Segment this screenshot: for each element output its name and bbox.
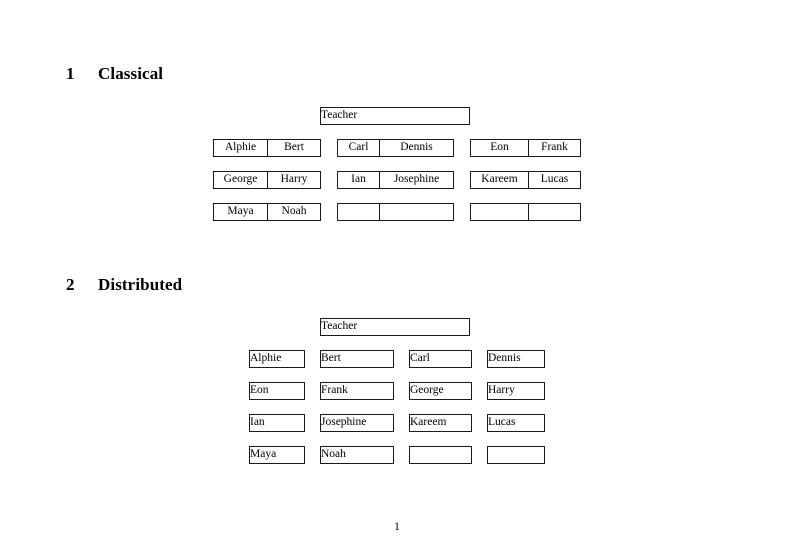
- student-label: Harry: [488, 384, 515, 397]
- teacher-box-classical: Teacher: [320, 107, 470, 125]
- student-cell: Harry: [280, 173, 308, 186]
- student-pair-box: Maya Noah: [213, 203, 321, 221]
- student-label: Ian: [250, 416, 265, 429]
- section-number: 1: [66, 64, 75, 83]
- page-number: 1: [394, 521, 400, 533]
- student-label: Carl: [410, 352, 430, 365]
- section-heading-distributed: 2 Distributed: [66, 275, 182, 295]
- student-cell-empty: [529, 204, 580, 220]
- student-pair-box: Kareem Lucas: [470, 171, 581, 189]
- student-label: Frank: [321, 384, 348, 397]
- student-label: Kareem: [410, 416, 447, 429]
- student-box: Maya: [249, 446, 305, 464]
- student-box: Bert: [320, 350, 394, 368]
- student-box: Kareem: [409, 414, 472, 432]
- student-cell: Carl: [338, 140, 380, 156]
- student-box: George: [409, 382, 472, 400]
- student-label: Bert: [321, 352, 341, 365]
- student-cell: Kareem: [471, 172, 529, 188]
- student-box: Frank: [320, 382, 394, 400]
- student-pair-box: Ian Josephine: [337, 171, 454, 189]
- student-cell: Eon: [471, 140, 529, 156]
- student-cell: Josephine: [393, 173, 440, 186]
- student-cell: George: [214, 172, 268, 188]
- student-label: George: [410, 384, 444, 397]
- student-box: Ian: [249, 414, 305, 432]
- section-title: Distributed: [98, 275, 183, 294]
- student-cell-empty: [338, 204, 380, 220]
- student-label: Noah: [321, 448, 346, 461]
- section-number: 2: [66, 275, 75, 294]
- student-label: Lucas: [488, 416, 516, 429]
- student-box-empty: [409, 446, 472, 464]
- teacher-box-distributed: Teacher: [320, 318, 470, 336]
- student-box: Dennis: [487, 350, 545, 368]
- student-box: Josephine: [320, 414, 394, 432]
- student-cell: Bert: [284, 141, 304, 154]
- student-pair-box: George Harry: [213, 171, 321, 189]
- student-cell: Alphie: [214, 140, 268, 156]
- student-box: Harry: [487, 382, 545, 400]
- student-pair-box-empty: [337, 203, 454, 221]
- student-cell: Frank: [541, 141, 568, 154]
- student-label: Alphie: [250, 352, 282, 365]
- student-cell: Noah: [281, 205, 307, 218]
- student-cell: Maya: [214, 204, 268, 220]
- student-box: Noah: [320, 446, 394, 464]
- student-box: Eon: [249, 382, 305, 400]
- student-pair-box: Eon Frank: [470, 139, 581, 157]
- teacher-label: Teacher: [321, 109, 358, 122]
- student-cell: Dennis: [400, 141, 433, 154]
- section-heading-classical: 1 Classical: [66, 64, 163, 84]
- student-pair-box: Alphie Bert: [213, 139, 321, 157]
- student-label: Dennis: [488, 352, 521, 365]
- student-label: Eon: [250, 384, 269, 397]
- student-box: Carl: [409, 350, 472, 368]
- student-box: Lucas: [487, 414, 545, 432]
- student-label: Josephine: [321, 416, 367, 429]
- student-cell-empty: [380, 204, 453, 220]
- section-title: Classical: [98, 64, 164, 83]
- student-box-empty: [487, 446, 545, 464]
- student-pair-box: Carl Dennis: [337, 139, 454, 157]
- teacher-label: Teacher: [321, 320, 358, 333]
- student-label: Maya: [250, 448, 277, 461]
- student-pair-box-empty: [470, 203, 581, 221]
- student-cell: Lucas: [540, 173, 569, 186]
- student-box: Alphie: [249, 350, 305, 368]
- student-cell-empty: [471, 204, 529, 220]
- student-cell: Ian: [338, 172, 380, 188]
